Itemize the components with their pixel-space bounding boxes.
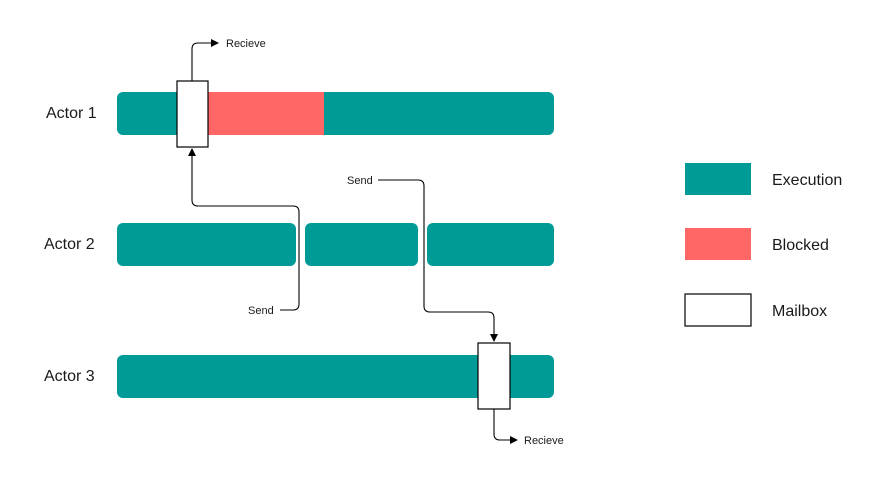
actor-1-blocked-segment: [208, 92, 324, 135]
legend-blocked-label: Blocked: [772, 237, 829, 254]
actor-3-receive-arrow: [493, 409, 518, 444]
legend-mailbox-swatch: [684, 293, 752, 327]
actor-2-timeline: [117, 223, 554, 266]
actor-2-label: Actor 2: [44, 236, 95, 253]
actor-1-label: Actor 1: [46, 105, 97, 122]
actor-2-send-label: Send: [248, 305, 274, 317]
actor-1-receive-label: Recieve: [226, 38, 266, 50]
actor-3-timeline: [117, 342, 554, 410]
actor-1-mailbox: [176, 80, 209, 148]
legend: Execution Blocked Mailbox: [684, 163, 842, 327]
legend-execution-label: Execution: [772, 172, 842, 189]
actor-3-execution-bar: [117, 355, 554, 398]
actor-3-receive-label: Recieve: [524, 435, 564, 447]
actor-3-send-from-label: Send: [347, 175, 373, 187]
legend-blocked-swatch: [685, 228, 751, 260]
actor-1-timeline: [117, 80, 554, 148]
actor-3-mailbox: [477, 342, 511, 410]
legend-execution-swatch: [685, 163, 751, 195]
actor-1-receive-arrow: [191, 39, 219, 81]
send-to-actor-1-arrow: [188, 148, 300, 311]
actor-2-execution-bar-1: [117, 223, 296, 266]
actor-3-label: Actor 3: [44, 368, 95, 385]
actor-2-execution-bar-2: [305, 223, 418, 266]
legend-mailbox-label: Mailbox: [772, 303, 827, 320]
actor-2-execution-bar-3: [427, 223, 554, 266]
send-to-actor-3-arrow: [378, 179, 498, 342]
